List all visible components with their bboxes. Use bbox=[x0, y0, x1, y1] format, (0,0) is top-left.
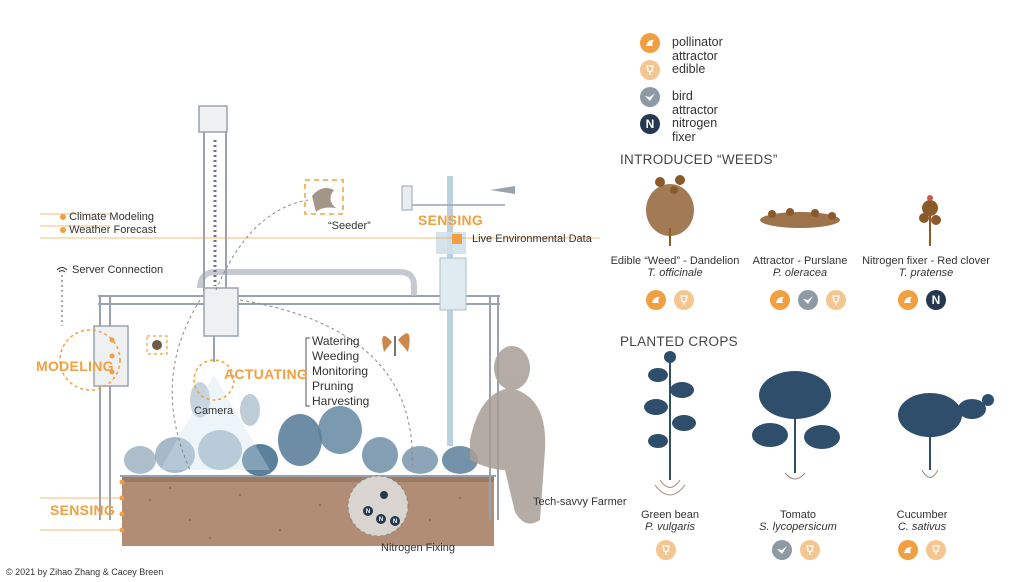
crop-cucumber: Cucumber C. sativus bbox=[862, 509, 982, 533]
crop-illustrations bbox=[644, 351, 994, 496]
plant-sci-name: C. sativus bbox=[897, 521, 947, 533]
plant-sci-name: S. lycopersicum bbox=[759, 521, 837, 533]
cucumber-illustration bbox=[898, 393, 994, 478]
bird-icon bbox=[640, 87, 660, 107]
pollinator-icon bbox=[898, 290, 918, 310]
task-item: Pruning bbox=[312, 379, 354, 393]
weather-forecast-text: Weather Forecast bbox=[69, 224, 157, 236]
plant-name: Nitrogen fixer - Red clover bbox=[862, 255, 990, 267]
actuating-label: ACTUATING bbox=[224, 366, 309, 382]
seeder-label: “Seeder” bbox=[328, 220, 371, 232]
climate-modeling-text: Climate Modeling bbox=[69, 211, 155, 223]
bird-icon bbox=[798, 290, 818, 310]
green-bean-illustration bbox=[644, 351, 696, 496]
edible-icon bbox=[640, 60, 660, 80]
nitrogen-icon: N bbox=[926, 290, 946, 310]
plant-name: Attractor - Purslane bbox=[752, 255, 848, 267]
weed-purslane: Attractor - Purslane P. oleracea bbox=[740, 255, 860, 279]
bird-icon bbox=[772, 540, 792, 560]
task-item: Weeding bbox=[312, 349, 360, 363]
edible-icon bbox=[674, 290, 694, 310]
modeling-label: MODELING bbox=[36, 358, 114, 374]
diagram-artwork: N N N bbox=[40, 105, 600, 546]
pollinator-icon bbox=[770, 290, 790, 310]
svg-text:N: N bbox=[366, 509, 370, 515]
camera-label: Camera bbox=[194, 405, 234, 417]
plant-sci-name: T. officinale bbox=[647, 267, 703, 279]
bullet-dot bbox=[60, 227, 66, 233]
sensing-top-label: SENSING bbox=[418, 212, 484, 228]
crop-green-bean: Green bean P. vulgaris bbox=[600, 509, 740, 533]
farmer-figure bbox=[470, 346, 546, 524]
weeds-section-title: INTRODUCED “WEEDS” bbox=[620, 152, 778, 167]
edible-icon bbox=[800, 540, 820, 560]
legend-label: pollinator attractor bbox=[672, 35, 723, 63]
nitrogen-root-zone bbox=[347, 475, 409, 537]
legend-label: nitrogen fixer bbox=[672, 116, 718, 144]
nitrogen-icon: N bbox=[640, 114, 660, 134]
red-clover-illustration bbox=[919, 195, 941, 246]
legend-label: bird attractor bbox=[672, 89, 718, 117]
plant-sci-name: P. oleracea bbox=[772, 267, 828, 279]
task-item: Watering bbox=[312, 334, 360, 348]
edible-icon bbox=[826, 290, 846, 310]
tomato-illustration bbox=[752, 371, 840, 480]
plant-name: Edible “Weed” - Dandelion bbox=[610, 255, 740, 267]
weather-forecast-label: Weather Forecast bbox=[60, 224, 156, 236]
legend: pollinator attractor edible bird attract… bbox=[640, 30, 860, 144]
climate-modeling-label: Climate Modeling bbox=[60, 211, 154, 223]
nitrogen-fixing-label: Nitrogen Fixing bbox=[381, 542, 455, 554]
live-env-data-label: Live Environmental Data bbox=[472, 233, 592, 245]
crop-tomato: Tomato S. lycopersicum bbox=[728, 509, 868, 533]
farmer-label: Tech-savvy Farmer bbox=[533, 496, 627, 508]
farmbot-diagram: N N N bbox=[36, 105, 627, 554]
task-item: Harvesting bbox=[312, 394, 370, 408]
soil-bed bbox=[122, 476, 494, 546]
bullet-dot bbox=[60, 214, 66, 220]
weed-illustrations bbox=[646, 175, 941, 246]
svg-text:N: N bbox=[393, 519, 397, 525]
dandelion-illustration bbox=[646, 175, 694, 246]
tasks-list: Watering Weeding Monitoring Pruning Harv… bbox=[312, 334, 369, 409]
edible-icon bbox=[926, 540, 946, 560]
svg-text:N: N bbox=[379, 517, 383, 523]
pollinator-icon bbox=[898, 540, 918, 560]
pollinator-icon bbox=[640, 33, 660, 53]
plant-sci-name: T. pratense bbox=[898, 267, 954, 279]
task-item: Monitoring bbox=[312, 364, 369, 378]
plant-name: Tomato bbox=[779, 509, 817, 521]
plant-sci-name: P. vulgaris bbox=[645, 521, 695, 533]
plant-name: Green bean bbox=[640, 509, 700, 521]
crops-section-title: PLANTED CROPS bbox=[620, 334, 738, 349]
edible-icon bbox=[656, 540, 676, 560]
server-connection-label: Server Connection bbox=[72, 264, 164, 276]
weed-dandelion: Edible “Weed” - Dandelion T. officinale bbox=[600, 255, 750, 279]
sensing-bottom-label: SENSING bbox=[50, 502, 116, 518]
pollinator-icon bbox=[646, 290, 666, 310]
purslane-illustration bbox=[760, 208, 840, 228]
plant-name: Cucumber bbox=[896, 509, 948, 521]
legend-label: edible bbox=[672, 62, 706, 76]
weed-red-clover: Nitrogen fixer - Red clover T. pratense bbox=[860, 255, 992, 279]
wifi-icon bbox=[56, 267, 68, 273]
copyright-credit: © 2021 by Zihao Zhang & Cacey Breen bbox=[6, 567, 164, 577]
